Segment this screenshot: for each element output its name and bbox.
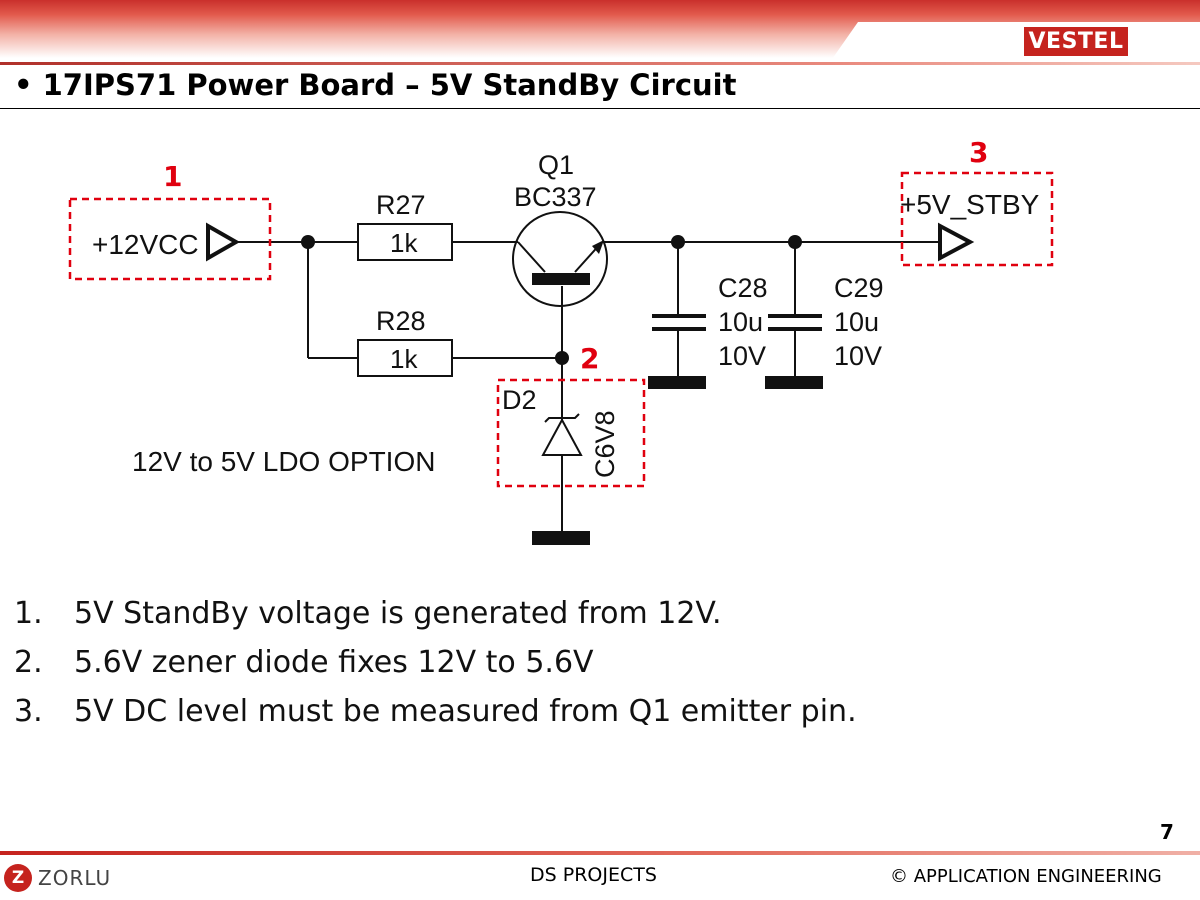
c29-value: 10u [834,307,879,337]
callout-box-2 [496,378,646,488]
note-number: 3. [14,694,43,729]
r27-value: 1k [390,228,418,258]
zorlu-logo-icon: Z [4,864,32,892]
callout-box-1 [68,197,272,281]
page-title: • 17IPS71 Power Board – 5V StandBy Circu… [14,68,737,102]
capacitor-c29-plate [768,327,822,331]
c29-voltage: 10V [834,341,882,371]
list-item: 3. 5V DC level must be measured from Q1 e… [14,694,857,743]
transistor-emitter-arrow [592,240,604,254]
note-text: 5V StandBy voltage is generated from 12V… [74,596,722,631]
ldo-option-label: 12V to 5V LDO OPTION [132,446,435,477]
capacitor-c29-plate [768,314,822,318]
r27-ref: R27 [376,190,426,220]
footer-department-label: © APPLICATION ENGINEERING [890,866,1162,887]
ground-symbol [765,376,823,389]
c28-value: 10u [718,307,763,337]
list-item: 2. 5.6V zener diode fixes 12V to 5.6V [14,645,857,694]
vestel-logo: VESTEL [1024,27,1128,56]
resistor-r28 [357,339,453,377]
note-number: 1. [14,596,43,631]
capacitor-c28-plate [652,327,706,331]
q1-ref: Q1 [538,150,574,180]
callout-box-3 [900,171,1054,267]
zorlu-logo: Z ZORLU [4,863,111,893]
note-text: 5.6V zener diode fixes 12V to 5.6V [74,645,594,680]
footer-divider [0,851,1200,855]
c28-voltage: 10V [718,341,766,371]
ground-symbol [532,531,590,545]
notes-list: 1. 5V StandBy voltage is generated from 1… [14,596,857,743]
transistor-collector [517,241,546,273]
junction-dot [788,235,802,249]
callout-number-1: 1 [163,160,182,193]
c29-ref: C29 [834,273,884,303]
junction-dot [555,351,569,365]
capacitor-c28-plate [652,314,706,318]
junction-dot [671,235,685,249]
footer-project-label: DS PROJECTS [530,864,657,886]
resistor-r27 [357,223,453,261]
q1-part: BC337 [514,182,597,212]
circuit-schematic: +12VCC +5V_STBY 12V to 5V LDO OPTION R27… [68,136,1054,545]
note-number: 2. [14,645,43,680]
callout-number-3: 3 [969,136,988,169]
r28-ref: R28 [376,306,426,336]
header-divider [0,62,1200,65]
junction-dot [301,235,315,249]
header-band-cutout [830,22,1200,62]
d2-part: C6V8 [590,410,620,478]
zener-diode-d2 [541,405,583,456]
output-port-symbol [938,222,975,262]
input-port-symbol [206,222,241,262]
title-divider [0,108,1200,109]
ground-symbol [648,376,706,389]
transistor-q1-body [512,211,608,307]
input-label: +12VCC [92,229,199,260]
callout-number-2: 2 [580,342,599,375]
output-label: +5V_STBY [900,189,1040,220]
list-item: 1. 5V StandBy voltage is generated from 1… [14,596,857,645]
c28-ref: C28 [718,273,768,303]
zorlu-logo-text: ZORLU [38,866,112,890]
r28-value: 1k [390,344,418,374]
note-text: 5V DC level must be measured from Q1 emi… [74,694,857,729]
transistor-base-bar [532,273,590,285]
d2-ref: D2 [502,385,537,415]
page-number: 7 [1160,820,1174,844]
